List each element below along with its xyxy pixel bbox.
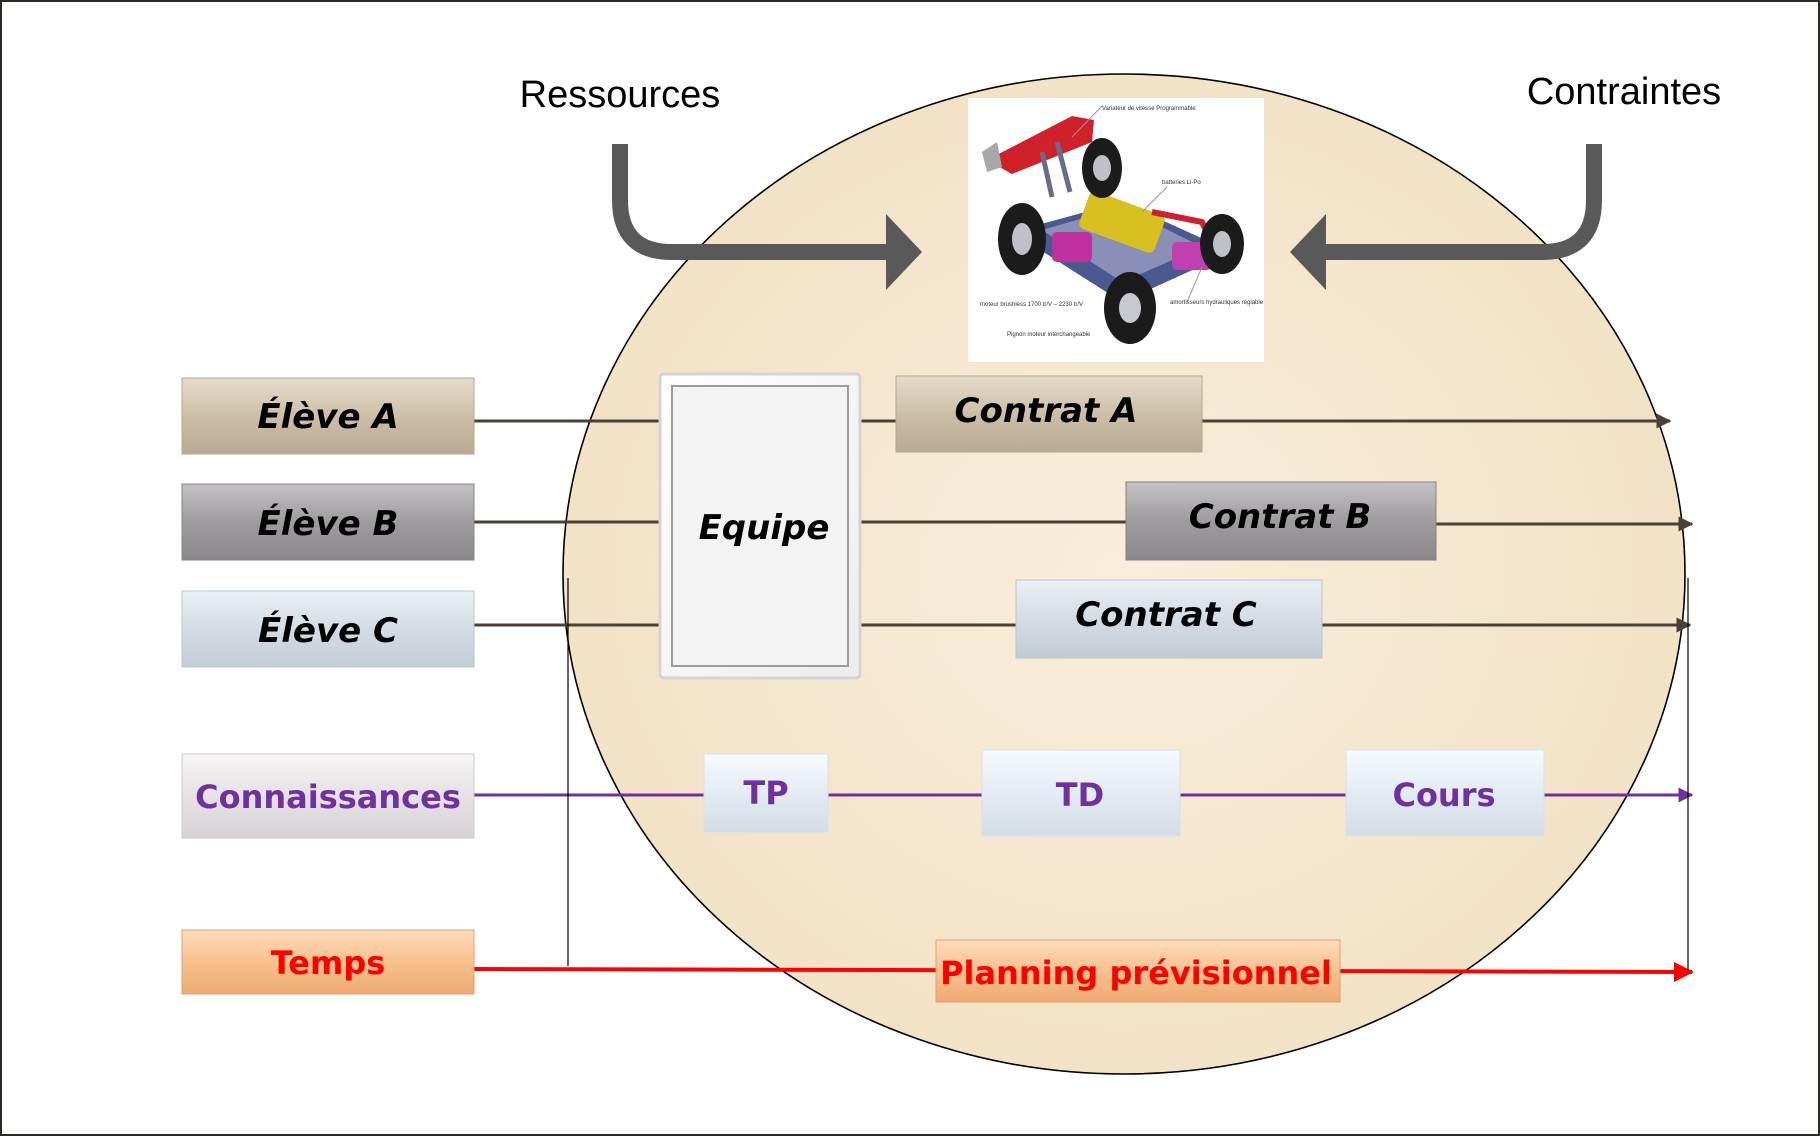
eleve-b-box: Élève B xyxy=(181,483,475,561)
ressources-label: Ressources xyxy=(520,74,721,116)
ressources-arrow-head xyxy=(886,214,922,290)
car-note-variateur: Variateur de vitesse Programmable xyxy=(1102,106,1196,112)
temps-label: Temps xyxy=(271,944,386,982)
planning-label: Planning prévisionnel xyxy=(940,954,1332,992)
contrat-a-label: Contrat A xyxy=(955,391,1138,431)
tp-box: TP xyxy=(703,753,829,833)
contrat-c-box: Contrat C xyxy=(1015,579,1323,659)
contraintes-arrow-shaft xyxy=(1324,144,1602,260)
contrat-a-box: Contrat A xyxy=(895,375,1203,453)
contraintes-arrow-head xyxy=(1290,214,1326,290)
car-note-amortisseurs: amortisseurs hydrauliques réglable xyxy=(1170,300,1264,306)
connaissances-label: Connaissances xyxy=(195,778,461,816)
eleve-c-box: Élève C xyxy=(181,590,475,668)
temps-box: Temps xyxy=(181,929,475,995)
td-label: TD xyxy=(1056,776,1104,814)
car-note-moteur: moteur brushless 1700 tr/V – 2230 tr/V xyxy=(980,302,1083,308)
cours-box: Cours xyxy=(1345,749,1545,837)
tp-label: TP xyxy=(743,774,788,812)
ressources-arrow-shaft xyxy=(612,144,888,260)
contrat-c-label: Contrat C xyxy=(1075,595,1257,635)
cours-label: Cours xyxy=(1392,776,1495,814)
car-note-batteries: batteries Li-Po xyxy=(1162,180,1201,186)
contraintes-label: Contraintes xyxy=(1527,71,1721,113)
connaissances-box: Connaissances xyxy=(181,753,475,839)
car-note-pignon: Pignon moteur interchangeable xyxy=(1007,332,1091,338)
eleve-a-label: Élève A xyxy=(257,396,398,437)
td-box: TD xyxy=(981,749,1181,837)
eleve-b-label: Élève B xyxy=(258,503,399,544)
rc-car-image: Variateur de vitesse Programmable batter… xyxy=(968,98,1264,362)
eleve-a-box: Élève A xyxy=(181,377,475,455)
planning-box: Planning prévisionnel xyxy=(935,939,1341,1003)
contrat-b-box: Contrat B xyxy=(1125,481,1437,561)
equipe-label: Equipe xyxy=(699,508,830,548)
equipe-box: Equipe xyxy=(658,372,862,680)
contrat-b-label: Contrat B xyxy=(1189,497,1371,537)
eleve-c-label: Élève C xyxy=(258,610,398,651)
